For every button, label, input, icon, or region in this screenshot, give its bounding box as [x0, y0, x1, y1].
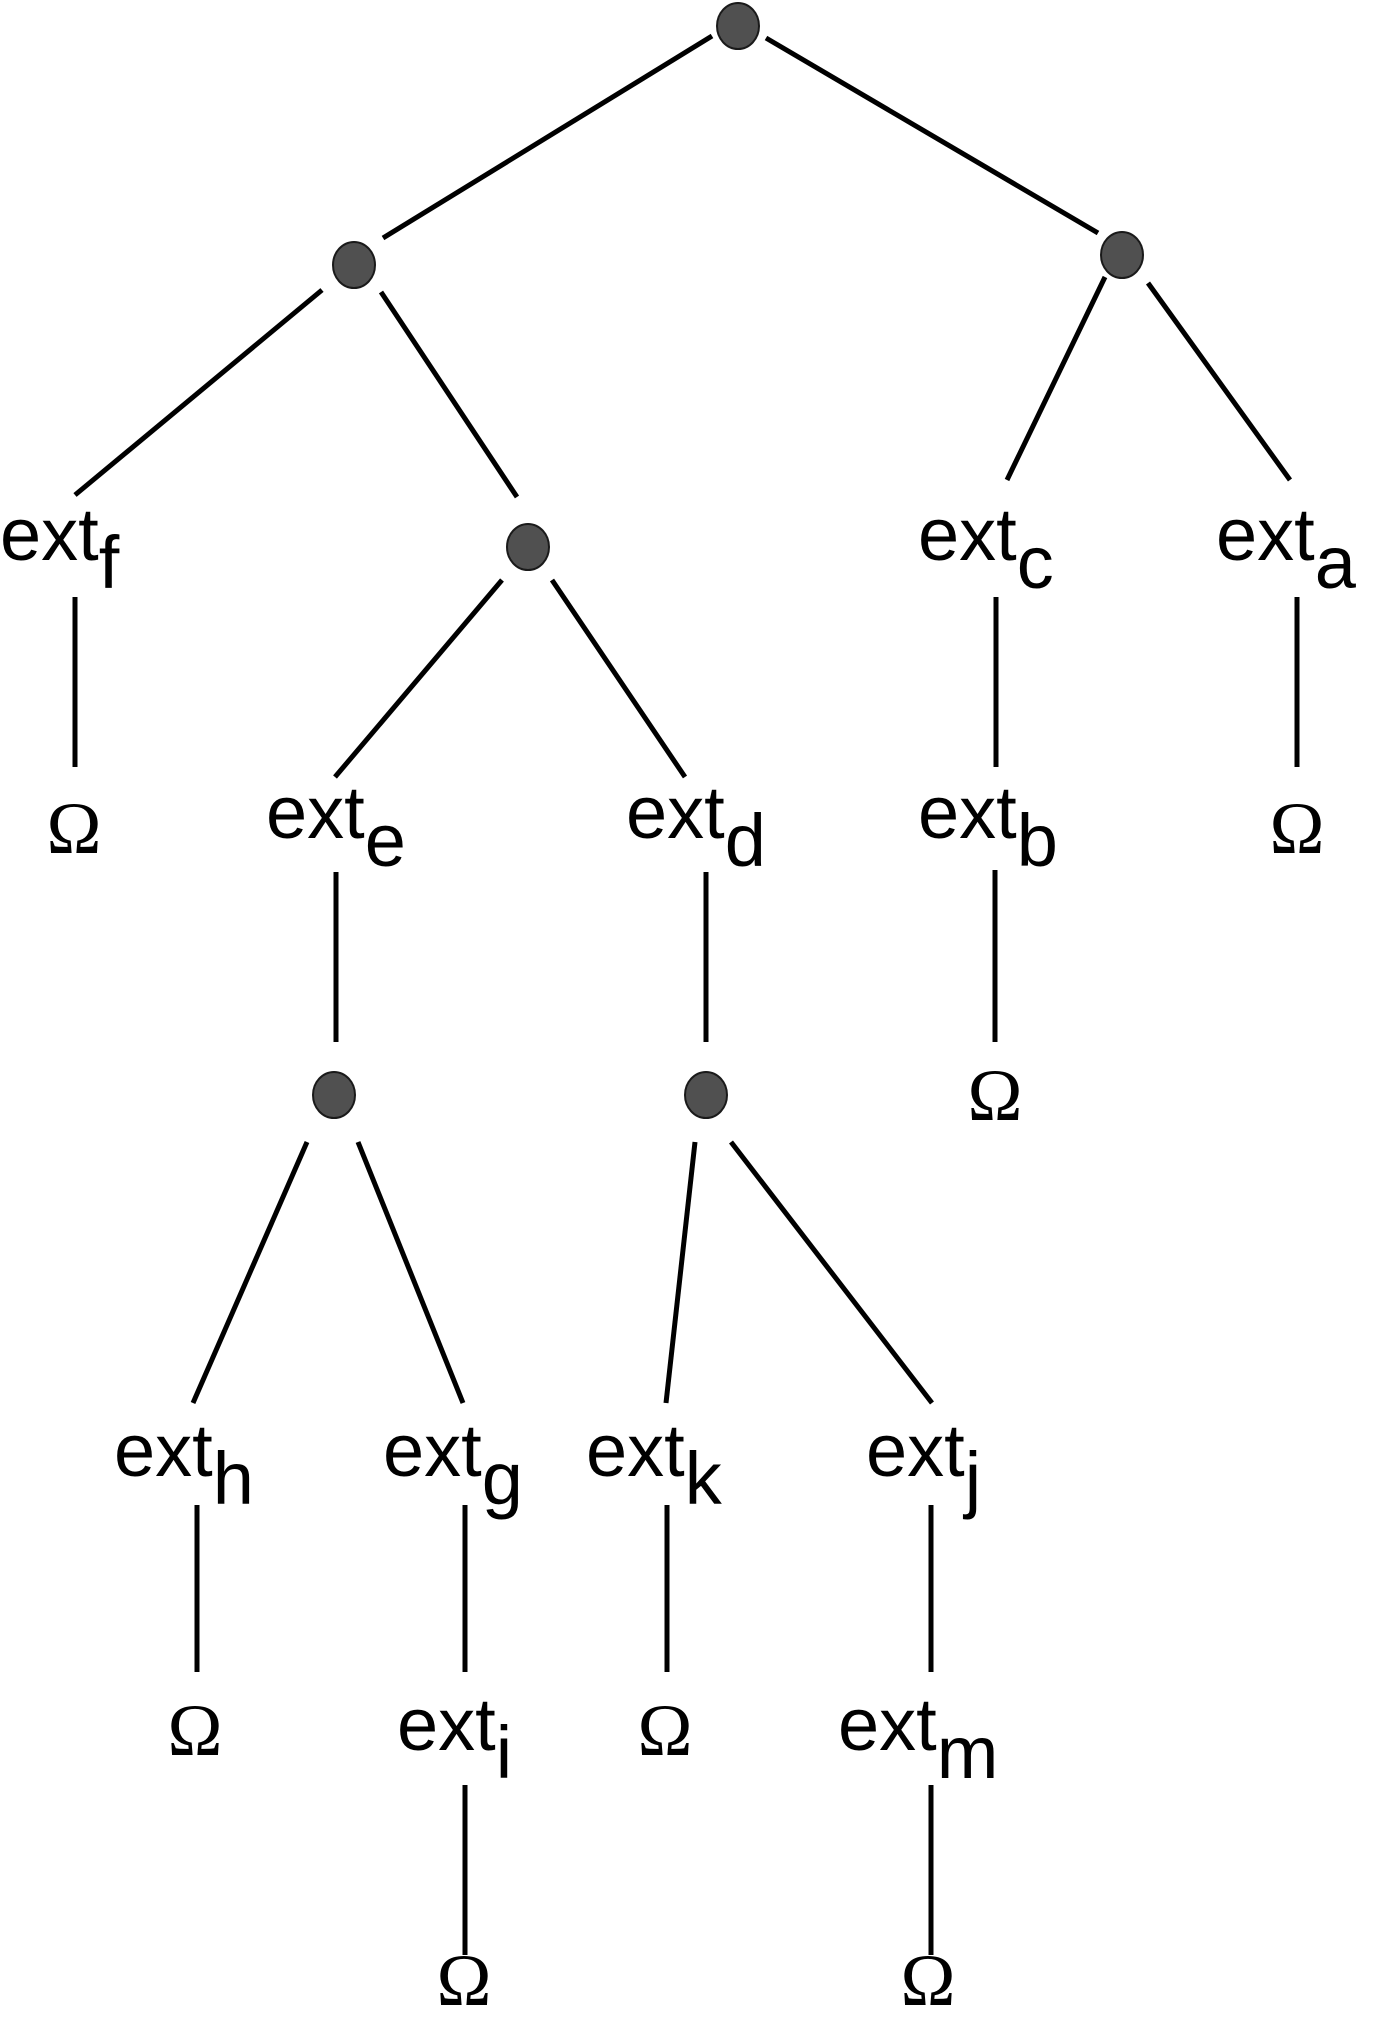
ext-subscript: f	[99, 521, 120, 604]
edge-root-n1	[381, 33, 714, 241]
branch-node-root	[716, 2, 760, 50]
ext-subscript: e	[365, 799, 406, 882]
terminal-omega-i: Ω	[437, 1940, 492, 2020]
ext-prefix: ext	[1216, 493, 1315, 576]
branch-nodes	[312, 2, 1144, 1119]
ext-subscript: i	[496, 1711, 512, 1794]
branch-node-n5	[684, 1071, 728, 1119]
edge-n4-g	[355, 1141, 466, 1404]
terminal-omega-k: Ω	[638, 1690, 693, 1772]
node-label-g: extg	[383, 1409, 523, 1520]
node-label-d: extd	[626, 771, 766, 882]
node-label-b: extb	[918, 771, 1058, 882]
terminal-omega-f: Ω	[47, 788, 102, 870]
ext-subscript: a	[1315, 521, 1357, 604]
node-label-m: extm	[838, 1683, 998, 1794]
ext-prefix: ext	[0, 493, 99, 576]
terminal-omega-m: Ω	[901, 1940, 956, 2020]
edge-root-n2	[764, 35, 1100, 236]
node-label-k: extk	[586, 1409, 723, 1520]
ext-subscript: m	[937, 1711, 999, 1794]
edge-n1-n3	[378, 290, 520, 499]
edge-n5-j	[729, 1140, 934, 1405]
ext-prefix: ext	[114, 1409, 213, 1492]
ext-subscript: g	[482, 1437, 523, 1520]
node-label-a: exta	[1216, 493, 1357, 604]
branch-node-n4	[312, 1071, 356, 1119]
edge-n1-f	[73, 288, 324, 497]
ext-prefix: ext	[918, 771, 1017, 854]
ext-subscript: d	[725, 799, 766, 882]
ext-prefix: ext	[383, 1409, 482, 1492]
node-label-i: exti	[397, 1683, 512, 1794]
node-label-e: exte	[266, 771, 406, 882]
branch-node-n3	[506, 523, 550, 571]
edge-n2-a	[1145, 281, 1293, 482]
edge-n2-c	[1004, 275, 1108, 482]
edges	[72, 33, 1300, 1955]
edge-n5-k	[663, 1141, 698, 1404]
ext-prefix: ext	[838, 1683, 937, 1766]
ext-subscript: c	[1017, 521, 1054, 604]
ext-subscript: k	[685, 1437, 723, 1520]
terminal-omega-b: Ω	[968, 1055, 1023, 1137]
terminal-omega-h: Ω	[168, 1690, 223, 1772]
ext-subscript: h	[213, 1437, 254, 1520]
node-label-j: extj	[866, 1409, 981, 1520]
ext-prefix: ext	[586, 1409, 685, 1492]
ext-prefix: ext	[397, 1683, 496, 1766]
ext-prefix: ext	[918, 493, 1017, 576]
branch-node-n1	[332, 241, 376, 289]
edge-n3-d	[549, 578, 688, 779]
node-label-c: extc	[918, 493, 1054, 604]
node-label-h: exth	[114, 1409, 254, 1520]
ext-prefix: ext	[626, 771, 725, 854]
terminal-symbols: Ω Ω Ω Ω Ω Ω Ω	[47, 788, 1325, 2020]
edge-n4-h	[190, 1140, 310, 1405]
ext-prefix: ext	[866, 1409, 965, 1492]
branch-node-n2	[1100, 231, 1144, 279]
ext-subscript: j	[963, 1437, 981, 1520]
ext-prefix: ext	[266, 771, 365, 854]
ext-subscript: b	[1017, 799, 1058, 882]
node-label-f: extf	[0, 493, 120, 604]
edge-n3-e	[333, 578, 504, 779]
terminal-omega-a: Ω	[1270, 788, 1325, 870]
